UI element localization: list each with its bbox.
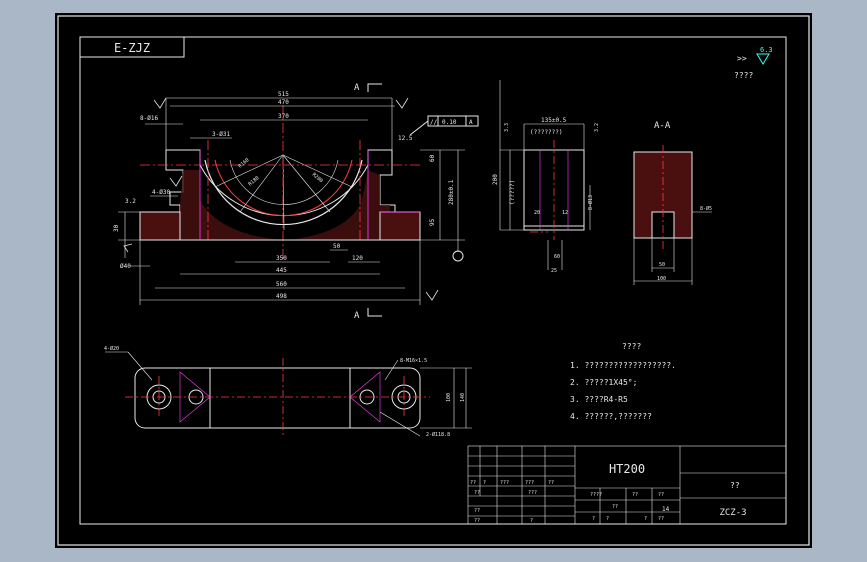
- svg-text:?: ?: [592, 516, 595, 522]
- svg-text:(???????): (???????): [530, 129, 563, 136]
- dim-370: 370: [278, 113, 289, 120]
- svg-text:140: 140: [460, 393, 466, 402]
- svg-text:??: ??: [548, 480, 554, 486]
- tech-req-2: 2. ?????1X45°;: [570, 378, 637, 387]
- svg-text:2-Ø118.8: 2-Ø118.8: [426, 431, 450, 438]
- roughness-mark-icon: [169, 175, 183, 187]
- roughness-value: 6.3: [760, 46, 773, 54]
- svg-text:?: ?: [530, 518, 533, 524]
- section-view-aa: A-A 8-Ø5 50 100: [633, 121, 712, 285]
- roughness-qmark: >>: [737, 54, 747, 63]
- svg-text:??: ??: [470, 480, 476, 486]
- svg-text:3.3: 3.3: [504, 123, 510, 132]
- roughness-symbol-icon: [756, 53, 770, 65]
- roughness-note-group: >> 6.3 ????: [734, 46, 773, 80]
- drawing-number: ZCZ-3: [719, 508, 746, 518]
- svg-text:??: ??: [474, 490, 480, 496]
- svg-text:??: ??: [632, 492, 638, 498]
- svg-text:??: ??: [474, 508, 480, 514]
- svg-text:350: 350: [276, 255, 287, 262]
- section-mark-top: A: [354, 83, 360, 93]
- svg-text:???: ???: [525, 480, 534, 486]
- svg-text:135±0.5: 135±0.5: [541, 117, 567, 124]
- svg-text:280±0.1: 280±0.1: [448, 179, 455, 205]
- svg-text://: //: [430, 119, 438, 126]
- svg-text:??: ??: [658, 516, 664, 522]
- title-block: [467, 445, 787, 525]
- code-box-text: E-ZJZ: [114, 41, 150, 55]
- svg-text:60: 60: [429, 154, 436, 162]
- svg-text:60: 60: [554, 254, 560, 260]
- svg-text:??: ??: [658, 492, 664, 498]
- svg-text:???: ???: [500, 480, 509, 486]
- front-view: A A: [113, 83, 479, 321]
- svg-text:0.10: 0.10: [442, 119, 457, 126]
- tech-req-title: ????: [622, 342, 641, 351]
- svg-text:100: 100: [657, 276, 666, 282]
- svg-text:??: ??: [612, 504, 618, 510]
- svg-text:20: 20: [534, 210, 540, 216]
- svg-text:?: ?: [606, 516, 609, 522]
- roughness-note: ????: [734, 71, 753, 80]
- tech-req-4: 4. ??????,???????: [570, 412, 652, 421]
- roughness-mark-icon: [425, 289, 439, 301]
- dim-3: 3-Ø31: [212, 131, 230, 138]
- tech-req-1: 1. ??????????????????.: [570, 361, 676, 370]
- inner-frame: [79, 36, 787, 525]
- section-mark-bottom: A: [354, 311, 360, 321]
- svg-text:8-Ø13: 8-Ø13: [587, 195, 594, 210]
- svg-text:8-Ø5: 8-Ø5: [700, 205, 712, 212]
- roughness-mark-icon: [123, 243, 133, 253]
- code-box: E-ZJZ: [79, 36, 185, 58]
- dim-125: 12.5: [398, 135, 413, 142]
- svg-text:?: ?: [483, 480, 486, 486]
- svg-text:100: 100: [446, 393, 452, 402]
- tolerance-frame: // 0.10 A: [409, 115, 479, 136]
- title-block-cells: ?? ? ??? ??? ?? ?? ??? ???? ?? ?? ?? ?? …: [470, 480, 664, 524]
- svg-text:3.2: 3.2: [125, 198, 136, 205]
- svg-text:12: 12: [562, 210, 568, 216]
- svg-text:8-M16×1.5: 8-M16×1.5: [400, 358, 427, 364]
- canvas-background: [55, 13, 812, 548]
- tech-requirements: ???? 1. ??????????????????. 2. ?????1X45…: [570, 342, 676, 421]
- svg-text:560: 560: [276, 281, 287, 288]
- title-block-top-right: ??: [730, 481, 740, 490]
- svg-text:???: ???: [528, 490, 537, 496]
- svg-text:?: ?: [644, 516, 647, 522]
- sheet-number: 14: [662, 506, 670, 513]
- svg-text:??: ??: [474, 518, 480, 524]
- roughness-mark-icon: [153, 97, 167, 109]
- material-label: HT200: [609, 462, 645, 476]
- tech-req-3: 3. ????R4-R5: [570, 395, 628, 404]
- svg-text:50: 50: [333, 243, 341, 250]
- dim-515: 515: [278, 91, 289, 98]
- outer-frame: [57, 15, 810, 546]
- datum-a-icon: [452, 250, 464, 262]
- svg-text:4-Ø20: 4-Ø20: [104, 345, 119, 352]
- svg-text:3.2: 3.2: [594, 123, 600, 132]
- svg-text:????: ????: [590, 492, 602, 498]
- dim-470: 470: [278, 99, 289, 106]
- dim-8hole: 8-Ø16: [140, 115, 158, 122]
- svg-text:200: 200: [492, 174, 499, 185]
- svg-text:4-Ø30: 4-Ø30: [152, 189, 170, 196]
- svg-text:A: A: [469, 119, 473, 126]
- svg-text:30: 30: [113, 224, 120, 232]
- svg-text:498: 498: [276, 293, 287, 300]
- svg-text:(?????): (?????): [509, 180, 516, 205]
- svg-text:Ø40: Ø40: [120, 263, 131, 270]
- svg-text:445: 445: [276, 267, 287, 274]
- svg-text:50: 50: [659, 262, 665, 268]
- svg-text:25: 25: [551, 268, 557, 274]
- section-view-label: A-A: [654, 121, 671, 131]
- top-view: 4-Ø20 8-M16×1.5 2-Ø118.8 100 140: [104, 345, 472, 438]
- svg-text:95: 95: [429, 218, 436, 226]
- roughness-mark-icon: [395, 97, 409, 109]
- side-view: 135±0.5 (???????) 200 (?????) 20 12 8-Ø1…: [492, 80, 600, 274]
- svg-text:120: 120: [352, 255, 363, 262]
